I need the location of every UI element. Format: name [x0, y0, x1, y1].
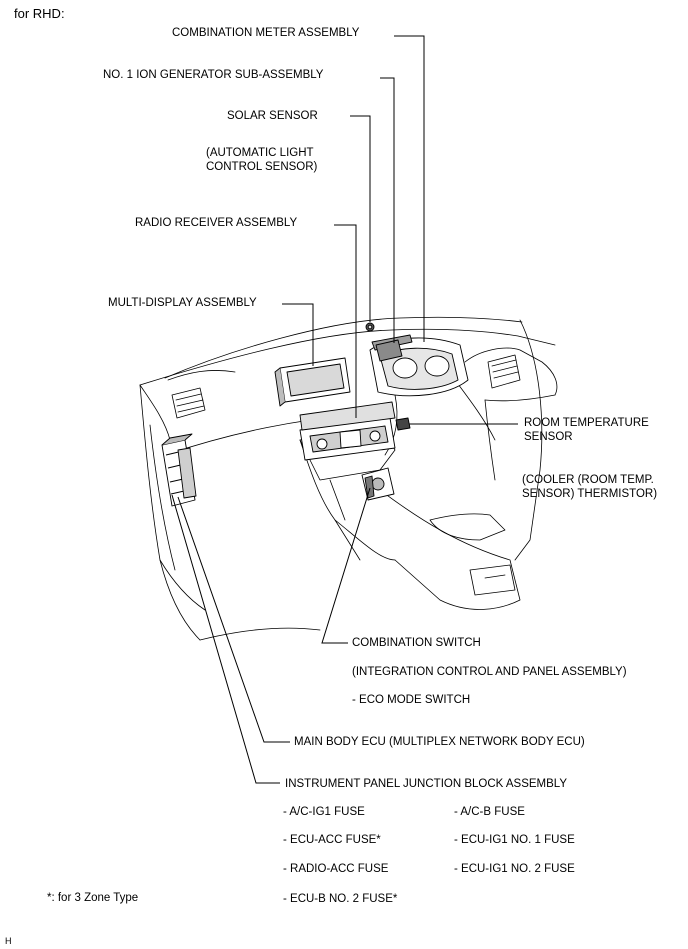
label-room-temp-2: SENSOR [524, 431, 573, 443]
leader-combination-switch [321, 487, 371, 644]
label-solar-sensor-sub-2: CONTROL SENSOR) [206, 161, 318, 173]
junction-block-unit [161, 433, 197, 507]
label-cooler-1: (COOLER (ROOM TEMP. [522, 474, 654, 486]
steering-column [384, 394, 398, 456]
label-radio-receiver: RADIO RECEIVER ASSEMBLY [135, 217, 298, 229]
footnote: *: for 3 Zone Type [47, 892, 139, 904]
ion-generator-unit [375, 339, 403, 362]
right-door [514, 319, 543, 561]
label-main-body-ecu: MAIN BODY ECU (MULTIPLEX NETWORK BODY EC… [294, 736, 585, 748]
region-header: for RHD: [14, 6, 65, 21]
fuse-item: - ECU-IG1 NO. 2 FUSE [454, 863, 575, 875]
left-vent [171, 387, 206, 419]
a-pillar-left [139, 384, 201, 641]
label-integration-control: (INTEGRATION CONTROL AND PANEL ASSEMBLY) [352, 666, 627, 678]
fuse-item: - ECU-IG1 NO. 1 FUSE [454, 834, 575, 846]
label-ion-generator: NO. 1 ION GENERATOR SUB-ASSEMBLY [103, 69, 324, 81]
label-combination-meter: COMBINATION METER ASSEMBLY [172, 27, 360, 39]
fuse-item: - A/C-B FUSE [454, 806, 525, 818]
dash-right-face [464, 347, 558, 396]
dash-upper-edge [139, 328, 556, 386]
label-cooler-2: SENSOR) THERMISTOR) [522, 488, 658, 500]
dash-top-outline [164, 316, 523, 379]
multi-display-unit [274, 357, 351, 407]
fuse-item: - ECU-ACC FUSE* [283, 834, 381, 846]
leader-combination-meter [394, 35, 425, 342]
leader-junction-block [171, 494, 280, 784]
leader-multi-display [282, 303, 314, 366]
label-solar-sensor: SOLAR SENSOR [227, 110, 318, 122]
fuse-item: - RADIO-ACC FUSE [283, 863, 389, 875]
label-solar-sensor-sub-1: (AUTOMATIC LIGHT [206, 147, 314, 159]
label-room-temp-1: ROOM TEMPERATURE [524, 417, 649, 429]
radio-receiver-unit [299, 401, 396, 461]
dash-right-lower [484, 394, 556, 402]
right-vent [487, 354, 521, 389]
center-console [379, 489, 521, 610]
label-eco-mode: - ECO MODE SWITCH [352, 694, 471, 706]
fuse-item: - ECU-B NO. 2 FUSE* [283, 893, 398, 905]
label-combination-switch: COMBINATION SWITCH [352, 637, 481, 649]
corner-mark: H [5, 936, 12, 946]
windshield-edge [167, 370, 236, 381]
leader-radio-receiver [334, 224, 357, 418]
fuse-item: - A/C-IG1 FUSE [283, 806, 365, 818]
leader-main-body-ecu [177, 496, 290, 743]
room-temp-sensor-unit [395, 417, 411, 431]
leader-solar-sensor [350, 115, 371, 322]
leader-ion-generator [380, 77, 395, 343]
combination-switch-unit [361, 467, 395, 501]
label-junction-block: INSTRUMENT PANEL JUNCTION BLOCK ASSEMBLY [285, 778, 568, 790]
solar-sensor-unit [365, 322, 375, 332]
label-multi-display: MULTI-DISPLAY ASSEMBLY [108, 297, 257, 309]
